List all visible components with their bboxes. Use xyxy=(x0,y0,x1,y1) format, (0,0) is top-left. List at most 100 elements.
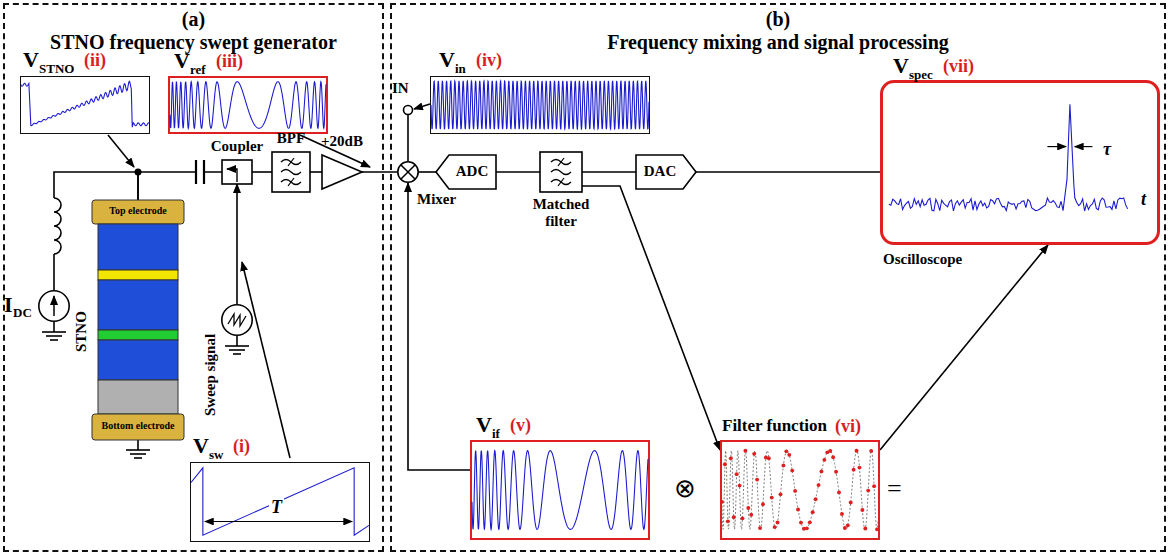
sample-dot xyxy=(860,508,864,512)
waveform-plot xyxy=(21,77,149,133)
node-text: V xyxy=(893,55,909,77)
sample-dot xyxy=(755,478,759,482)
stack-layer xyxy=(92,414,184,440)
sample-dot xyxy=(875,527,879,531)
sample-dot xyxy=(729,456,733,460)
amplifier-triangle: +20dB xyxy=(322,155,362,189)
mixer-circle xyxy=(398,162,418,182)
node-text: sw xyxy=(209,448,223,461)
stack-layer xyxy=(98,330,178,340)
waveform-trace xyxy=(889,104,1128,211)
waveform-trace xyxy=(472,451,648,530)
waveform-trace xyxy=(170,82,326,129)
stack-layer xyxy=(98,340,178,380)
waveform-plot xyxy=(431,77,649,133)
width-arrow xyxy=(1047,146,1066,147)
mixer-cross xyxy=(401,165,415,179)
signal-wire xyxy=(582,171,636,173)
ground-wire xyxy=(53,322,55,332)
waveform-plot xyxy=(883,83,1157,242)
stack-layer xyxy=(98,224,178,270)
node-text: Mixer xyxy=(417,191,456,208)
sample-dot xyxy=(843,526,847,530)
filter-slash xyxy=(288,178,294,186)
waveform-trace xyxy=(722,451,878,530)
signal-wire xyxy=(696,171,880,173)
stno-stack: STNOTop electrodeBottom electrode xyxy=(92,200,184,440)
node-text: V xyxy=(23,49,39,71)
stack-layer xyxy=(92,200,184,224)
shape-outline xyxy=(92,200,184,440)
capacitor-plate xyxy=(203,160,205,184)
sample-dot xyxy=(779,492,783,496)
sample-dot xyxy=(822,458,826,462)
sample-dot xyxy=(872,484,876,488)
waveform-trace xyxy=(191,468,369,535)
capacitor-plate xyxy=(195,160,197,184)
sample-dot xyxy=(852,468,856,472)
shape-outline xyxy=(222,160,252,184)
waveform-inset: Vin(iv) xyxy=(430,76,650,134)
amplifier-outline xyxy=(322,155,362,189)
waveform-plot xyxy=(472,442,648,538)
junction-dot xyxy=(135,169,142,176)
signal-wire xyxy=(582,186,720,450)
free-label: ⊗ xyxy=(674,476,696,502)
sample-dot xyxy=(720,500,724,504)
coupler-box: Coupler xyxy=(222,160,252,184)
sample-dot xyxy=(866,489,870,493)
node-text: BPF xyxy=(264,130,318,147)
period-dimension xyxy=(205,521,352,522)
ground-bar xyxy=(225,345,249,347)
sample-dot xyxy=(752,452,756,456)
sample-dot xyxy=(817,483,821,487)
filter-outline xyxy=(272,152,310,192)
free-label: IN xyxy=(392,80,409,97)
converter-outline xyxy=(436,155,496,189)
sample-dot xyxy=(849,501,853,505)
node-text: in xyxy=(455,62,466,75)
sample-dot xyxy=(863,527,867,531)
sample-dot xyxy=(828,449,832,453)
sample-dot xyxy=(814,497,818,501)
shape-outline xyxy=(221,304,253,336)
sample-dot xyxy=(799,521,803,525)
filter-function: Filter function(vi) xyxy=(720,440,880,540)
sample-dot xyxy=(773,525,777,529)
node-text: V xyxy=(193,435,209,457)
node-text: (vii) xyxy=(943,57,974,75)
sample-dot xyxy=(808,520,812,524)
sample-dot xyxy=(776,521,780,525)
ground-wire xyxy=(137,440,139,450)
sample-dot xyxy=(796,508,800,512)
panel-region: (a)STNO frequency swept generatorVSTNO(i… xyxy=(3,3,384,552)
bandpass-filter: BPF xyxy=(272,152,310,192)
filter-wave xyxy=(551,170,571,175)
node-text: Frequency mixing and signal processing xyxy=(392,31,1164,54)
sample-dot xyxy=(858,466,862,470)
sample-dot xyxy=(746,506,750,510)
sample-dot xyxy=(743,449,747,453)
current-arrow xyxy=(53,296,55,316)
node-text: spec xyxy=(909,68,933,81)
node-text: DC xyxy=(13,306,32,319)
node-text: Bottom electrode xyxy=(92,420,184,432)
waveform-plot xyxy=(170,78,326,132)
waveform-inset: VSTNO(ii) xyxy=(20,76,150,134)
signal-wire xyxy=(880,245,1048,450)
sample-dot xyxy=(741,516,745,520)
node-text: ref xyxy=(190,63,206,76)
signal-wire xyxy=(408,183,470,470)
node-text: (ii) xyxy=(84,51,106,69)
node-text: (iv) xyxy=(476,51,502,69)
signal-wire xyxy=(138,172,222,200)
sample-dot xyxy=(831,455,835,459)
ground-bar xyxy=(42,331,66,333)
sample-dot xyxy=(805,526,809,530)
sample-dot xyxy=(784,449,788,453)
node-text: V xyxy=(439,49,455,71)
sample-dot xyxy=(767,456,771,460)
node-text: STNO xyxy=(39,62,74,75)
node-text: (i) xyxy=(233,437,250,455)
stack-layer xyxy=(98,280,178,330)
